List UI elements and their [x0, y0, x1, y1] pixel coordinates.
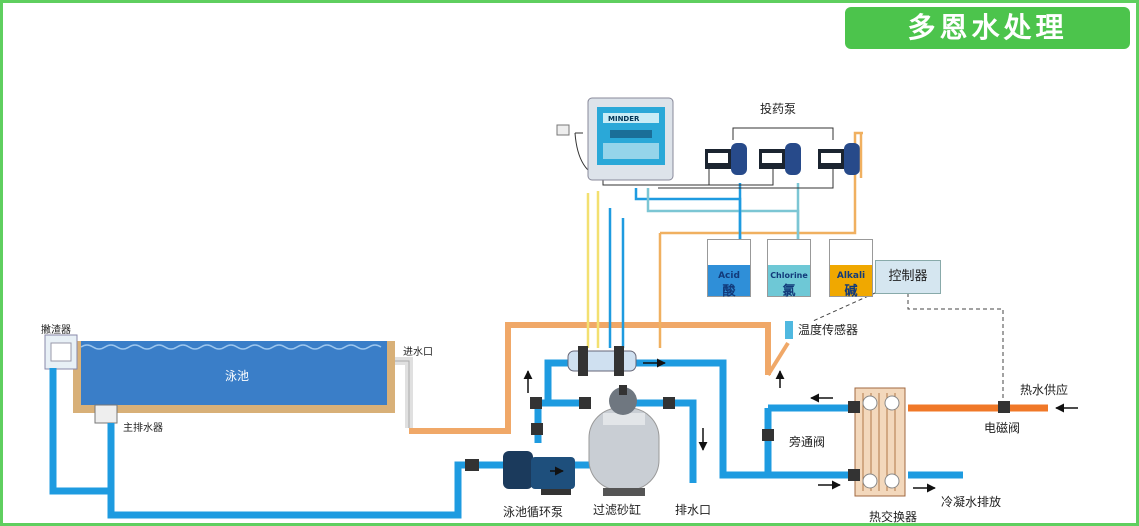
- skimmer-icon: [44, 334, 78, 370]
- tank-acid-en: Acid: [718, 271, 740, 281]
- inlet-pipe-icon: [395, 357, 413, 428]
- label-skimmer: 撇渣器: [41, 325, 71, 336]
- brand-banner: 多恩水处理: [845, 7, 1130, 49]
- label-temp-sensor: 温度传感器: [798, 323, 859, 337]
- sand-filter: [588, 385, 660, 496]
- controller-brand: MINDER: [608, 115, 640, 123]
- label-condensate-drain: 冷凝水排放: [941, 495, 1002, 509]
- label-inlet: 进水口: [403, 347, 433, 358]
- label-drain-outlet: 排水口: [675, 503, 712, 517]
- circulation-pump: [503, 451, 575, 495]
- sensor-manifold: [567, 346, 637, 376]
- label-circulation-pump: 泳池循环泵: [503, 505, 564, 519]
- dashed-control-lines: [812, 292, 1004, 401]
- label-heat-exchanger: 热交换器: [869, 510, 918, 524]
- tank-alkali-zh: 碱: [844, 284, 858, 299]
- tank-chlorine-zh: 氯: [782, 284, 796, 299]
- return-pipe: [409, 322, 771, 434]
- piping-diagram: MINDER: [44, 97, 1078, 519]
- label-bypass-valve: 旁通阀: [789, 435, 826, 449]
- tank-alkali-en: Alkali: [836, 271, 866, 281]
- dosing-pump-chlorine: [759, 143, 801, 175]
- temp-sensor-icon: [785, 321, 793, 339]
- label-sand-filter: 过滤砂缸: [593, 503, 642, 517]
- dosing-pump-acid: [705, 143, 747, 175]
- tank-acid: Acid 酸: [707, 239, 751, 299]
- signal-wires: [586, 131, 863, 348]
- label-dosing-pumps: 投药泵: [760, 102, 797, 116]
- heat-exchanger: [854, 387, 906, 497]
- return-pipe-2: [766, 341, 790, 377]
- control-wires: [574, 127, 834, 189]
- pool: [73, 341, 395, 413]
- tank-chlorine: Chlorine 氯: [767, 239, 811, 299]
- dosing-pump-alkali: [818, 143, 860, 175]
- valve-icons: [465, 397, 1010, 481]
- label-solenoid-valve: 电磁阀: [984, 421, 1021, 435]
- tank-acid-zh: 酸: [722, 284, 736, 299]
- label-pool: 泳池: [225, 369, 250, 383]
- flow-arrows: [523, 358, 1078, 493]
- controller-box: 控制器: [875, 260, 941, 294]
- tank-chlorine-en: Chlorine: [770, 271, 808, 280]
- label-hot-water-supply: 热水供应: [1020, 383, 1069, 397]
- label-main-drain: 主排水器: [123, 423, 163, 434]
- controller-unit: MINDER: [556, 97, 674, 181]
- main-drain-icon: [94, 404, 118, 424]
- tank-alkali: Alkali 碱: [829, 239, 873, 299]
